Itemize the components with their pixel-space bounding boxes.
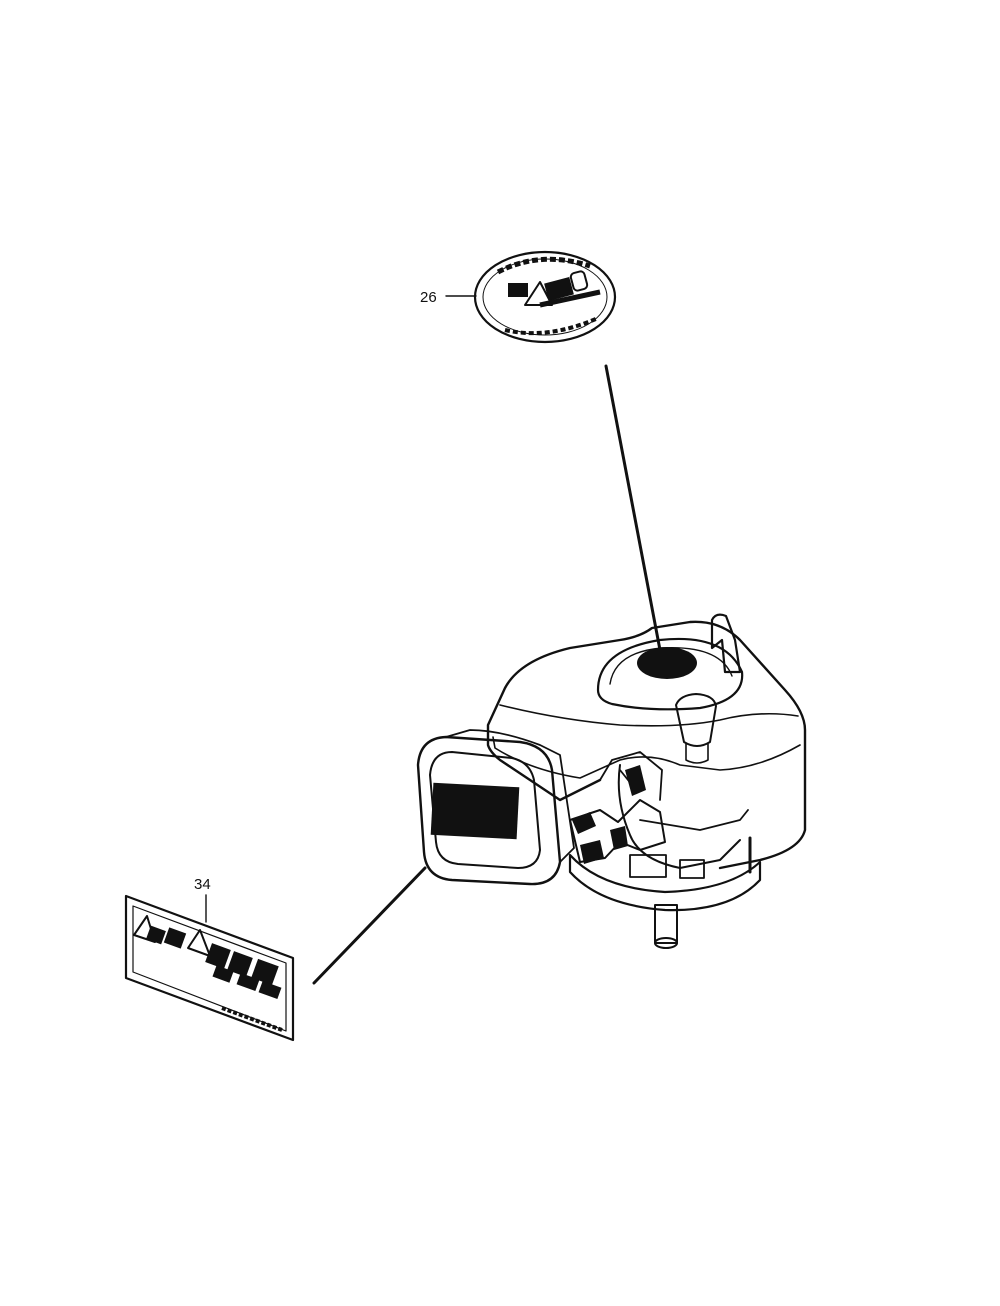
callout-34[interactable]: 34 (194, 876, 211, 923)
leader-26-to-engine (604, 364, 662, 652)
callout-26[interactable]: 26 (420, 289, 477, 306)
leader-34-to-engine (312, 866, 427, 985)
rectangular-warning-label-icon (124, 894, 295, 1042)
callout-34-label: 34 (194, 876, 211, 893)
vertical-shaft-engine-icon (416, 613, 807, 949)
circular-engine-top-decal-icon (473, 250, 617, 344)
callout-26-label: 26 (420, 289, 437, 306)
